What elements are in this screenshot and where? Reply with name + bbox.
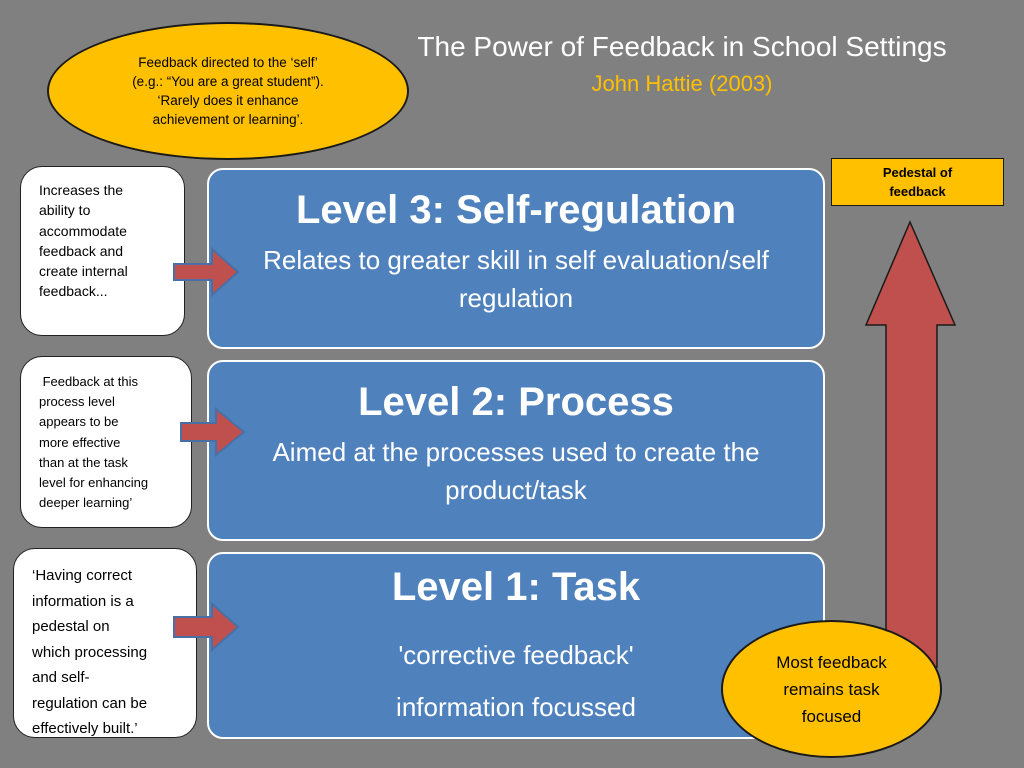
- note-line: than at the task: [39, 454, 128, 470]
- note-line: pedestal on: [32, 618, 110, 635]
- pedestal-label-box: Pedestal of feedback: [831, 158, 1004, 206]
- self-feedback-line: ‘Rarely does it enhance: [157, 93, 299, 108]
- task-feedback-line: focused: [801, 706, 862, 726]
- note-line: process level: [39, 394, 115, 410]
- note-line: accommodate: [39, 222, 127, 239]
- level-3-box: Level 3: Self-regulation Relates to grea…: [207, 168, 825, 349]
- self-feedback-text: Feedback directed to the ‘self’ (e.g.: “…: [132, 53, 324, 129]
- task-feedback-oval: Most feedback remains task focused: [721, 620, 942, 758]
- level-1-description-2: information focussed: [396, 692, 636, 722]
- note-self-regulation: Increases the ability to accommodate fee…: [20, 166, 185, 336]
- level-2-box: Level 2: Process Aimed at the processes …: [207, 360, 825, 541]
- task-feedback-line: remains task: [783, 679, 880, 699]
- pedestal-label-line: Pedestal of: [882, 165, 953, 180]
- note-line: Feedback at this: [39, 374, 138, 389]
- self-feedback-oval: Feedback directed to the ‘self’ (e.g.: “…: [47, 22, 409, 160]
- slide-subtitle: John Hattie (2003): [591, 71, 773, 96]
- note-line: feedback and: [39, 242, 124, 259]
- self-feedback-line: achievement or learning’.: [152, 112, 304, 127]
- level-1-description: 'corrective feedback': [398, 640, 634, 670]
- self-feedback-line: Feedback directed to the ‘self’: [138, 55, 318, 70]
- note-line: ‘Having correct: [32, 567, 133, 584]
- note-line: appears to be: [39, 414, 119, 430]
- task-feedback-text: Most feedback remains task focused: [776, 649, 887, 730]
- slide-title: The Power of Feedback in School Settings: [417, 31, 947, 62]
- level-1-box: Level 1: Task 'corrective feedback' info…: [207, 552, 825, 739]
- note-line: Increases the: [39, 182, 124, 198]
- note-line: feedback...: [39, 283, 108, 300]
- level-2-description: Aimed at the processes used to create th…: [272, 437, 760, 505]
- pedestal-label-line: feedback: [889, 184, 946, 199]
- note-process: Feedback at this process level appears t…: [20, 356, 192, 528]
- note-line: more effective: [39, 434, 121, 450]
- note-task: ‘Having correct information is a pedesta…: [13, 548, 197, 738]
- note-line: information is a: [32, 592, 134, 610]
- note-line: create internal: [39, 263, 128, 280]
- note-line: and self-: [32, 669, 90, 686]
- note-line: ability to: [39, 202, 91, 219]
- note-line: effectively built.’: [32, 720, 138, 737]
- level-2-heading: Level 2: Process: [358, 380, 674, 424]
- level-3-description: Relates to greater skill in self evaluat…: [263, 245, 769, 313]
- task-feedback-line: Most feedback: [776, 652, 887, 672]
- level-1-heading: Level 1: Task: [391, 565, 641, 609]
- note-line: deeper learning’: [39, 495, 133, 511]
- note-line: regulation can be: [32, 694, 148, 712]
- note-line: level for enhancing: [39, 475, 149, 491]
- level-3-heading: Level 3: Self-regulation: [295, 188, 737, 232]
- self-feedback-line: (e.g.: “You are a great student”).: [132, 74, 324, 89]
- note-line: which processing: [32, 643, 148, 661]
